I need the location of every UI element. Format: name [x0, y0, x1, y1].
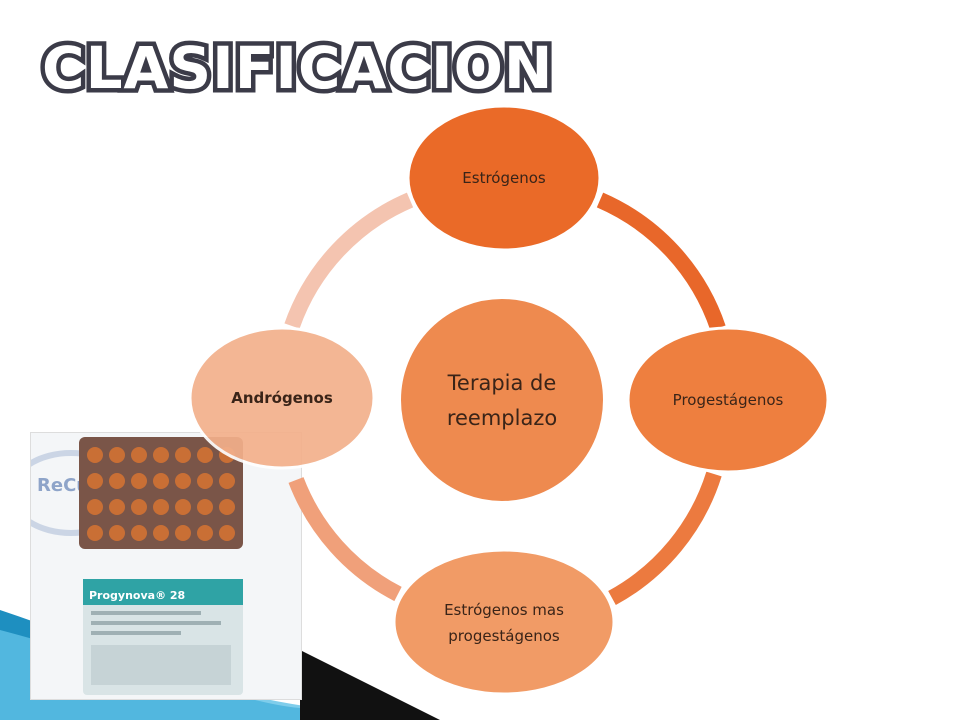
node-estrogenos-progestagenos-label-line1: Estrógenos mas — [444, 601, 564, 619]
ring-segment-bottom-left — [288, 477, 402, 602]
node-progestagenos-label: Progestágenos — [673, 391, 784, 409]
pill — [175, 473, 191, 489]
slide-title-outline: CLASIFICACION — [37, 30, 556, 107]
photo-pack-brand: Progynova® 28 — [89, 589, 185, 602]
pill — [131, 499, 147, 515]
pill-grid — [87, 447, 235, 541]
pill — [197, 499, 213, 515]
node-estrogenos-label: Estrógenos — [462, 169, 546, 187]
pill — [175, 525, 191, 541]
pill — [153, 525, 169, 541]
pill — [219, 525, 235, 541]
pill — [219, 499, 235, 515]
pill — [109, 473, 125, 489]
pill — [219, 473, 235, 489]
pill-pack-illustration: ReCus Progynova® 28 — [31, 433, 301, 699]
ring-segment-top-right — [596, 192, 726, 331]
ring-segment-top-left — [284, 192, 414, 329]
node-estrogenos — [406, 104, 602, 252]
slide-title: CLASIFICACION — [42, 34, 554, 102]
pill — [87, 447, 103, 463]
pill — [131, 447, 147, 463]
pill — [197, 473, 213, 489]
center-label-line2: reemplazo — [447, 406, 557, 430]
node-androgenos — [188, 326, 376, 470]
node-androgenos-label: Andrógenos — [231, 389, 333, 407]
pill — [131, 473, 147, 489]
pill — [175, 447, 191, 463]
center-label-line1: Terapia de — [447, 371, 557, 395]
slide-title-block: CLASIFICACION CLASIFICACION — [30, 28, 556, 108]
pill — [87, 499, 103, 515]
pill — [109, 525, 125, 541]
pill-pack-photo: ReCus Progynova® 28 — [30, 432, 302, 700]
bottom-wave-dark — [300, 650, 440, 720]
pill — [153, 473, 169, 489]
pill — [197, 447, 213, 463]
pill — [153, 447, 169, 463]
pill — [197, 525, 213, 541]
node-progestagenos — [626, 326, 830, 474]
pill — [153, 499, 169, 515]
pill — [87, 473, 103, 489]
pill — [131, 525, 147, 541]
center-circle — [399, 297, 605, 503]
pill — [109, 447, 125, 463]
node-estrogenos-progestagenos — [392, 548, 616, 696]
pill — [109, 499, 125, 515]
pill — [175, 499, 191, 515]
node-estrogenos-progestagenos-label-line2: progestágenos — [448, 627, 560, 645]
pill — [87, 525, 103, 541]
ring-segment-bottom-right — [608, 471, 722, 606]
